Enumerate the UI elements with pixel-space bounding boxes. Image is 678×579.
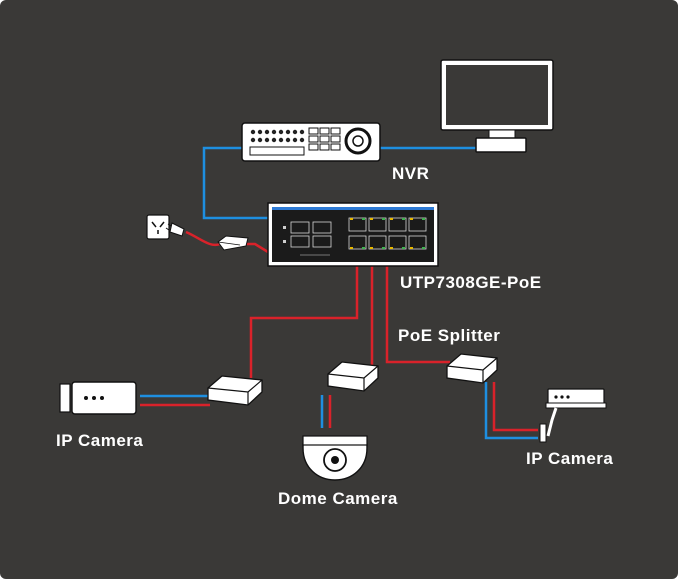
power-outlet-icon [146, 214, 170, 240]
dome-camera-icon [302, 435, 368, 481]
poe-splitter-label: PoE Splitter [398, 326, 501, 345]
cable-power-plug-adapter [185, 230, 221, 247]
poe-splitter-icon [327, 361, 379, 392]
ip-camera-left-label: IP Camera [56, 431, 144, 450]
poe-splitter-icon [446, 353, 498, 384]
cable-power-adapter-switch [246, 242, 269, 254]
wall-camera-icon [539, 388, 607, 443]
data-cables [140, 146, 538, 440]
cable-splitter-right-camera-data [484, 382, 538, 440]
cable-poe-right [385, 266, 450, 364]
nvr-label: NVR [392, 164, 430, 183]
power-plug-icon [165, 222, 185, 237]
power-cables [140, 230, 538, 432]
cable-poe-left [249, 266, 359, 378]
switch-icon [267, 202, 439, 267]
dome-camera-label: Dome Camera [278, 489, 398, 508]
nvr-icon [241, 122, 381, 162]
ip-camera-right-label: IP Camera [526, 449, 614, 468]
cable-splitter-right-camera-power [492, 382, 538, 432]
poe-splitter-icon [207, 375, 263, 406]
monitor-icon [440, 59, 554, 153]
bullet-camera-icon [59, 381, 137, 415]
cable-nvr-switch [202, 146, 268, 220]
power-adapter-icon [217, 235, 249, 251]
switch-label: UTP7308GE-PoE [400, 273, 542, 292]
